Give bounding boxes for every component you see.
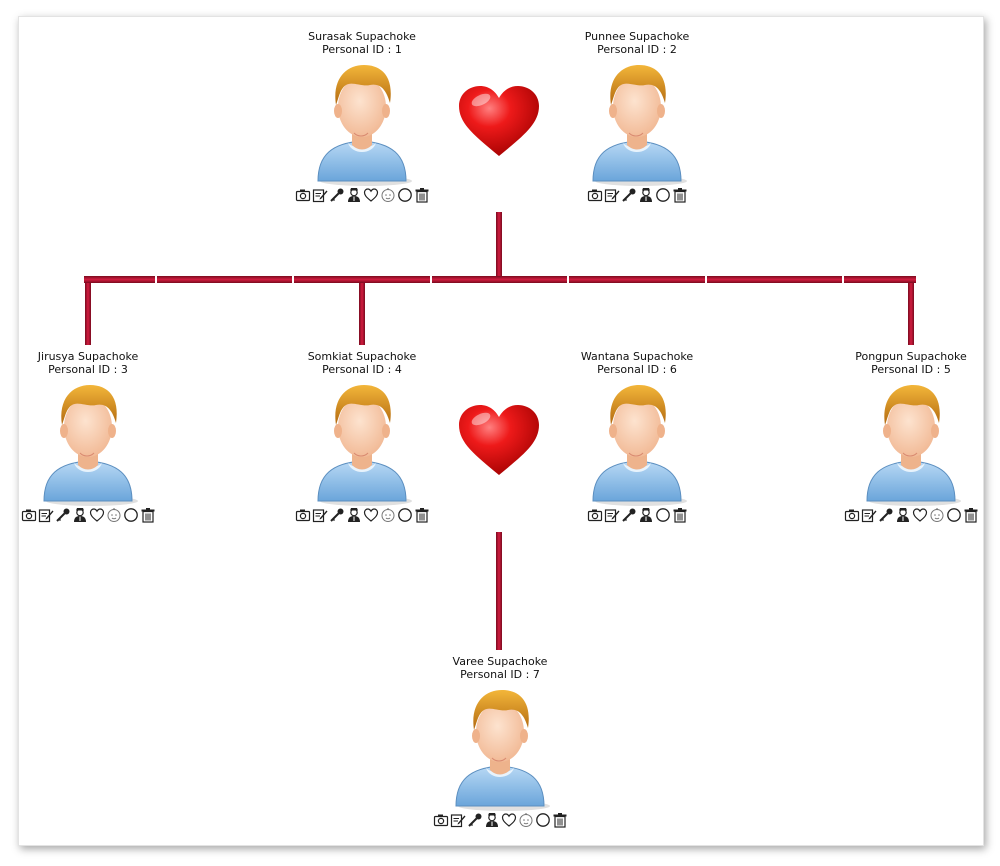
person-avatar-icon	[866, 385, 961, 506]
person-id: Personal ID : 2	[597, 43, 677, 56]
trash-icon[interactable]	[414, 187, 430, 203]
circle-icon[interactable]	[397, 507, 413, 523]
person-actions	[415, 812, 585, 830]
trash-icon[interactable]	[414, 507, 430, 523]
camera-icon[interactable]	[295, 507, 311, 523]
child-line-pongpun	[908, 283, 914, 345]
father-icon[interactable]	[638, 187, 654, 203]
edit-icon[interactable]	[38, 507, 54, 523]
person-avatar-icon	[592, 65, 687, 186]
camera-icon[interactable]	[844, 507, 860, 523]
person-card[interactable]: Somkiat Supachoke Personal ID : 4	[277, 350, 447, 525]
heart-outline-icon[interactable]	[89, 507, 105, 523]
edit-icon[interactable]	[604, 187, 620, 203]
edit-icon[interactable]	[861, 507, 877, 523]
person-name: Surasak Supachoke	[308, 30, 416, 43]
camera-icon[interactable]	[587, 187, 603, 203]
trash-icon[interactable]	[672, 187, 688, 203]
person-actions	[552, 187, 722, 205]
edit-icon[interactable]	[312, 187, 328, 203]
baby-icon[interactable]	[106, 507, 122, 523]
edit-icon[interactable]	[312, 507, 328, 523]
heart-outline-icon[interactable]	[912, 507, 928, 523]
father-icon[interactable]	[895, 507, 911, 523]
person-card[interactable]: Wantana Supachoke Personal ID : 6	[552, 350, 722, 525]
father-icon[interactable]	[346, 507, 362, 523]
person-name: Punnee Supachoke	[584, 30, 690, 43]
camera-icon[interactable]	[295, 187, 311, 203]
child-line-somkiat	[359, 283, 365, 345]
heart-outline-icon[interactable]	[363, 187, 379, 203]
father-icon[interactable]	[638, 507, 654, 523]
key-icon[interactable]	[329, 187, 345, 203]
person-card[interactable]: Jirusya Supachoke Personal ID : 3	[3, 350, 173, 525]
heart-outline-icon[interactable]	[363, 507, 379, 523]
circle-icon[interactable]	[123, 507, 139, 523]
key-icon[interactable]	[329, 507, 345, 523]
person-id: Personal ID : 5	[871, 363, 951, 376]
key-icon[interactable]	[55, 507, 71, 523]
edit-icon[interactable]	[450, 812, 466, 828]
person-card[interactable]: Pongpun Supachoke Personal ID : 5	[826, 350, 996, 525]
baby-icon[interactable]	[929, 507, 945, 523]
marriage-heart-icon	[459, 86, 539, 156]
person-name: Jirusya Supachoke	[37, 350, 139, 363]
person-actions	[277, 187, 447, 205]
person-id: Personal ID : 3	[48, 363, 128, 376]
person-card[interactable]: Varee Supachoke Personal ID : 7	[415, 655, 585, 830]
person-name: Somkiat Supachoke	[307, 350, 417, 363]
person-id: Personal ID : 7	[460, 668, 540, 681]
person-card[interactable]: Punnee Supachoke Personal ID : 2	[552, 30, 722, 205]
sibling-line	[84, 276, 916, 283]
person-card[interactable]: Surasak Supachoke Personal ID : 1	[277, 30, 447, 205]
key-icon[interactable]	[467, 812, 483, 828]
father-icon[interactable]	[72, 507, 88, 523]
child-line-jirusya	[85, 283, 91, 345]
person-actions	[552, 507, 722, 525]
person-name: Pongpun Supachoke	[855, 350, 967, 363]
trash-icon[interactable]	[140, 507, 156, 523]
father-icon[interactable]	[484, 812, 500, 828]
person-actions	[3, 507, 173, 525]
person-avatar-icon	[43, 385, 138, 506]
baby-icon[interactable]	[380, 187, 396, 203]
grandchild-line	[496, 532, 502, 650]
camera-icon[interactable]	[21, 507, 37, 523]
key-icon[interactable]	[621, 187, 637, 203]
camera-icon[interactable]	[587, 507, 603, 523]
father-icon[interactable]	[346, 187, 362, 203]
baby-icon[interactable]	[380, 507, 396, 523]
person-name: Wantana Supachoke	[580, 350, 694, 363]
trash-icon[interactable]	[672, 507, 688, 523]
baby-icon[interactable]	[518, 812, 534, 828]
key-icon[interactable]	[621, 507, 637, 523]
person-avatar-icon	[592, 385, 687, 506]
person-avatar-icon	[455, 690, 550, 811]
heart-outline-icon[interactable]	[501, 812, 517, 828]
parent-drop-line	[496, 212, 502, 276]
trash-icon[interactable]	[963, 507, 979, 523]
circle-icon[interactable]	[655, 187, 671, 203]
person-id: Personal ID : 6	[597, 363, 677, 376]
trash-icon[interactable]	[552, 812, 568, 828]
person-name: Varee Supachoke	[452, 655, 548, 668]
person-actions	[826, 507, 996, 525]
camera-icon[interactable]	[433, 812, 449, 828]
circle-icon[interactable]	[655, 507, 671, 523]
circle-icon[interactable]	[397, 187, 413, 203]
key-icon[interactable]	[878, 507, 894, 523]
edit-icon[interactable]	[604, 507, 620, 523]
person-id: Personal ID : 1	[322, 43, 402, 56]
person-avatar-icon	[317, 385, 412, 506]
marriage-heart-icon	[459, 405, 539, 475]
circle-icon[interactable]	[946, 507, 962, 523]
person-avatar-icon	[317, 65, 412, 186]
person-actions	[277, 507, 447, 525]
circle-icon[interactable]	[535, 812, 551, 828]
person-id: Personal ID : 4	[322, 363, 402, 376]
